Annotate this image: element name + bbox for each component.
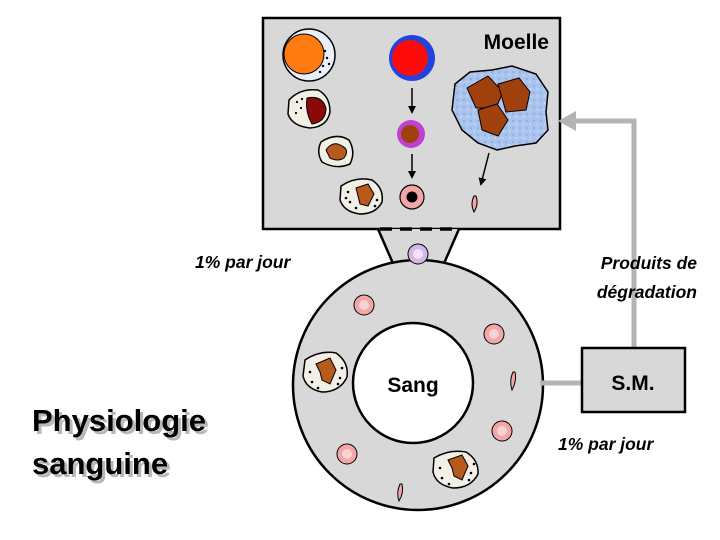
platelet-release-arrow bbox=[478, 152, 490, 186]
degradation-feedback-arrow bbox=[540, 111, 637, 386]
title-line1-shadow: Physiologie bbox=[35, 406, 209, 441]
platelet-icon bbox=[397, 483, 404, 503]
blood-label: Sang bbox=[387, 374, 438, 397]
system-label: S.M. bbox=[611, 372, 654, 395]
system-rate-label: 1% par jour bbox=[558, 434, 654, 454]
proerythroblast-icon bbox=[389, 35, 435, 81]
red-blood-cell-icon bbox=[336, 443, 358, 465]
red-blood-cell-icon bbox=[491, 420, 513, 442]
myeloblast-icon bbox=[287, 88, 331, 129]
megakaryocyte-icon bbox=[451, 65, 549, 151]
degradation-label-line2: dégradation bbox=[597, 282, 697, 302]
granulocyte-icon bbox=[302, 351, 349, 393]
page-title: Physiologie sanguine Physiologie sanguin… bbox=[32, 403, 209, 484]
marrow-rate-label: 1% par jour bbox=[195, 252, 291, 272]
title-line1: Physiologie bbox=[32, 403, 206, 438]
platelet-icon bbox=[471, 195, 478, 214]
red-blood-cell-icon bbox=[483, 323, 505, 345]
title-line2-shadow: sanguine bbox=[35, 449, 171, 484]
system-box: S.M. bbox=[580, 346, 687, 414]
hematopoietic-cell-icon bbox=[282, 28, 336, 82]
reticulocyte-icon bbox=[399, 184, 425, 210]
platelet-icon bbox=[510, 371, 517, 392]
title-line2: sanguine bbox=[32, 446, 168, 481]
red-blood-cell-icon bbox=[407, 243, 429, 265]
marrow-label: Moelle bbox=[484, 31, 549, 54]
granulocyte-icon bbox=[432, 450, 479, 489]
red-blood-cell-icon bbox=[353, 294, 375, 316]
degradation-label-line1: Produits de bbox=[601, 253, 698, 273]
granulocyte-icon bbox=[339, 178, 384, 215]
erythroblast-icon bbox=[397, 120, 425, 148]
myelocyte-icon bbox=[318, 135, 354, 168]
